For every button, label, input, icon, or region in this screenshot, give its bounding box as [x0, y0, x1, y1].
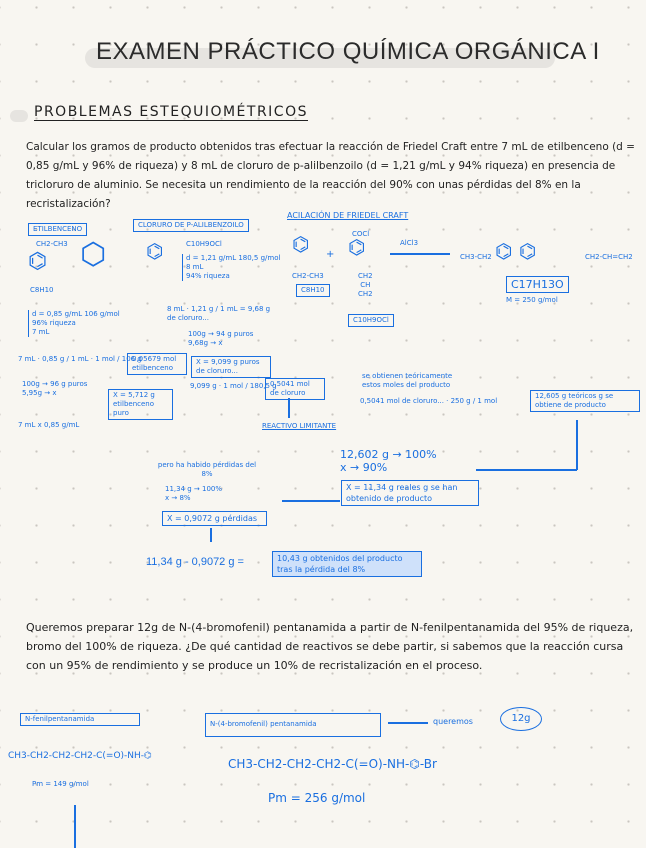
- teorico-note: se obtienen teóricamente estos moles del…: [362, 372, 453, 389]
- perdidas-note: pero ha habido pérdidas del 8%: [157, 461, 257, 478]
- etil-pure-line: 100g → 96 g puros: [22, 380, 88, 388]
- etil-calc: 7 mL · 0,85 g / 1 mL · 1 mol / 106 g: [18, 355, 142, 363]
- reactant-formula: CH3-CH2-CH2-CH2-C(=O)-NH-⌬: [8, 751, 152, 761]
- section-bullet: [10, 110, 28, 122]
- etilbenceno-label: ETILBENCENO: [28, 223, 88, 236]
- cloruro-mol-calc: 9,099 g · 1 mol / 180,5 g: [190, 382, 277, 390]
- cloruro-data-line: d = 1,21 g/mL 180,5 g/mol: [186, 254, 281, 262]
- product2-formula: CH3-CH2-CH2-CH2-C(=O)-NH-⌬-Br: [228, 757, 437, 771]
- benzene-ring-icon: ⌬: [28, 249, 48, 274]
- target-circle: 12g: [500, 707, 542, 731]
- product-right: CH2-CH=CH2: [585, 253, 633, 261]
- etil-purity: 96% riqueza: [32, 319, 76, 327]
- cloruro-pure-line: 9,68g → x: [188, 339, 223, 347]
- final-result: 10,43 g obtenidos del producto tras la p…: [272, 551, 422, 577]
- problem1-statement: Calcular los gramos de producto obtenido…: [26, 141, 635, 210]
- reagent2-top: COCl: [352, 230, 370, 238]
- reagent2-ring-icon: ⌬: [348, 235, 366, 259]
- reagent2-sub-line: CH: [360, 281, 371, 289]
- perdidas-result: X = 0,9072 g pérdidas: [162, 511, 267, 526]
- etil-substituent: CH2-CH3: [36, 240, 68, 248]
- product-left: CH3-CH2: [460, 253, 492, 261]
- teorico-calc: 0,5041 mol de cloruro... · 250 g / 1 mol: [360, 397, 498, 405]
- connector-line: [576, 420, 578, 470]
- reaction-arrow: [390, 253, 450, 255]
- title-highlight: [85, 48, 555, 68]
- product-label: N-(4-bromofenil) pentanamida: [205, 713, 381, 737]
- arrow-left: [282, 500, 340, 502]
- etil-pure-line: 5,95g → x: [22, 389, 57, 397]
- perdidas-line: 11,34 g → 100%: [165, 485, 223, 493]
- plus-sign: +: [326, 249, 335, 260]
- reactivo-limitante: REACTIVO LIMITANTE: [262, 422, 337, 430]
- etil-data: d = 0,85 g/mL 106 g/mol 96% riqueza 7 mL: [28, 310, 120, 337]
- reagent1-ring-icon: ⌬: [292, 232, 310, 256]
- product-formula: C17H13O: [506, 276, 569, 293]
- cloruro-label: CLORURO DE P-ALILBENZOILO: [133, 219, 249, 232]
- cloruro-formula: C10H9OCl: [186, 240, 222, 248]
- problem2-statement: Queremos preparar 12g de N-(4-bromofenil…: [26, 621, 634, 672]
- section-heading: PROBLEMAS ESTEQUIOMÉTRICOS: [34, 104, 308, 120]
- cloruro-pure-line: 100g → 94 g puros: [188, 330, 254, 338]
- catalyst: AlCl3: [400, 239, 419, 247]
- cloruro-ring-icon: ⌬: [146, 239, 164, 263]
- reactant-mass: Pm = 149 g/mol: [32, 780, 89, 788]
- cloruro-pure-box: X = 9,099 g puros de cloruro...: [191, 356, 271, 378]
- cloruro-data-line: 94% riqueza: [186, 272, 230, 280]
- etil-volume: 7 mL: [32, 328, 50, 336]
- product2-mass: Pm = 256 g/mol: [268, 791, 366, 805]
- etil-formula: C8H10: [30, 286, 54, 294]
- etil-pure-box: X = 5,712 g etilbenceno puro: [108, 389, 173, 420]
- reactant-label: N-fenilpentanamida: [20, 713, 140, 726]
- connector-line-h: [476, 469, 577, 471]
- benzene-kekule-icon: ⬡: [80, 237, 107, 272]
- final-calc: 11,34 g - 0,9072 g =: [146, 556, 244, 568]
- connector-line-2: [74, 805, 76, 848]
- etil-mol-box: 0,05679 mol etilbenceno: [127, 353, 187, 375]
- etil-footnote: 7 mL x 0,85 g/mL: [18, 421, 80, 429]
- rend-rule: 12,602 g → 100%x → 90%: [340, 448, 437, 474]
- cloruro-mol-box: 0,5041 mol de cloruro: [265, 378, 325, 400]
- rend-line: 12,602 g → 100%: [340, 448, 437, 461]
- page-title: EXAMEN PRÁCTICO QUÍMICA ORGÁNICA I: [96, 38, 600, 65]
- reagent2-formula: C10H9OCl: [348, 314, 394, 327]
- reagent2-sub-line: CH2: [358, 272, 373, 280]
- product-mass: M = 250 g/mol: [506, 296, 558, 304]
- product-ring-icon: ⌬ ⌬: [495, 239, 537, 263]
- arrow-down-2: [210, 528, 212, 542]
- etil-density: d = 0,85 g/mL 106 g/mol: [32, 310, 120, 318]
- perdidas-rule: 11,34 g → 100%x → 8%: [165, 485, 222, 503]
- teorico-result: 12,605 g teóricos g se obtiene de produc…: [530, 390, 640, 412]
- arrow-text: queremos: [433, 717, 473, 726]
- reagent1-sub: CH2-CH3: [292, 272, 324, 280]
- acilacion-label: ACILACIÓN DE FRIEDEL CRAFT: [287, 211, 409, 220]
- rend-line: x → 90%: [340, 461, 388, 474]
- reagent2-sub-line: CH2: [358, 290, 373, 298]
- cloruro-data-line: 8 mL: [186, 263, 204, 271]
- reagent1-formula: C8H10: [296, 284, 330, 297]
- perdidas-line: x → 8%: [165, 494, 191, 502]
- cloruro-calc: 8 mL · 1,21 g / 1 mL = 9,68 g de cloruro…: [167, 305, 271, 322]
- arrow-down: [288, 398, 290, 418]
- rend-result: X = 11,34 g reales g se han obtenido de …: [341, 480, 479, 506]
- arrow-right: [388, 722, 428, 724]
